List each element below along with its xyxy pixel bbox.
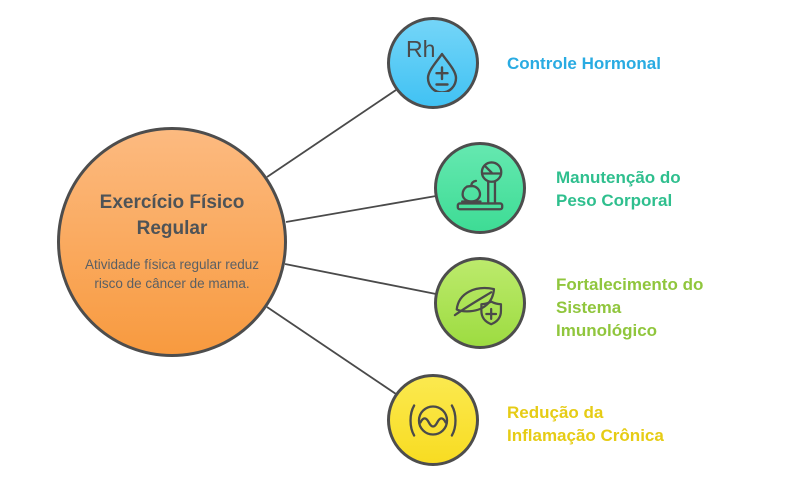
connector-line-peso-corporal (285, 195, 437, 223)
connector-line-sistema-imunologico (284, 263, 437, 295)
label-line: Inflamação Crônica (507, 425, 664, 445)
label-line: Manutenção do (556, 168, 681, 187)
rh-factor-blood-drop-icon: Rh (405, 34, 461, 92)
label-line: Fortalecimento do (556, 275, 704, 294)
label-line: Peso Corporal (556, 190, 673, 210)
central-topic-circle: Exercício Físico Regular Atividade físic… (57, 127, 287, 357)
node-label-peso-corporal: Manutenção do Peso Corporal (556, 167, 681, 213)
node-label-sistema-imunologico: Fortalecimento do Sistema Imunológico (556, 274, 703, 342)
node-circle-controle-hormonal: Rh (387, 17, 479, 109)
connector-line-inflamacao-cronica (266, 306, 397, 395)
weight-scale-apple-icon (451, 160, 509, 216)
node-circle-peso-corporal (434, 142, 526, 234)
connector-line-controle-hormonal (266, 89, 397, 178)
node-label-inflamacao-cronica: Redução da Inflamação Crônica (507, 402, 664, 448)
central-topic-title: Exercício Físico Regular (99, 191, 245, 239)
leaf-shield-plus-icon (451, 276, 509, 330)
label-line: Controle Hormonal (507, 54, 661, 73)
label-line: Sistema (556, 297, 622, 317)
node-circle-inflamacao-cronica (387, 374, 479, 466)
label-line: Imunológico (556, 320, 658, 340)
central-topic-description: Atividade física regular reduz risco de … (84, 257, 260, 292)
svg-text:Rh: Rh (406, 36, 435, 62)
inflammation-wave-icon (404, 398, 462, 443)
node-circle-sistema-imunologico (434, 257, 526, 349)
label-line: Redução da (507, 403, 604, 422)
node-label-controle-hormonal: Controle Hormonal (507, 53, 661, 76)
